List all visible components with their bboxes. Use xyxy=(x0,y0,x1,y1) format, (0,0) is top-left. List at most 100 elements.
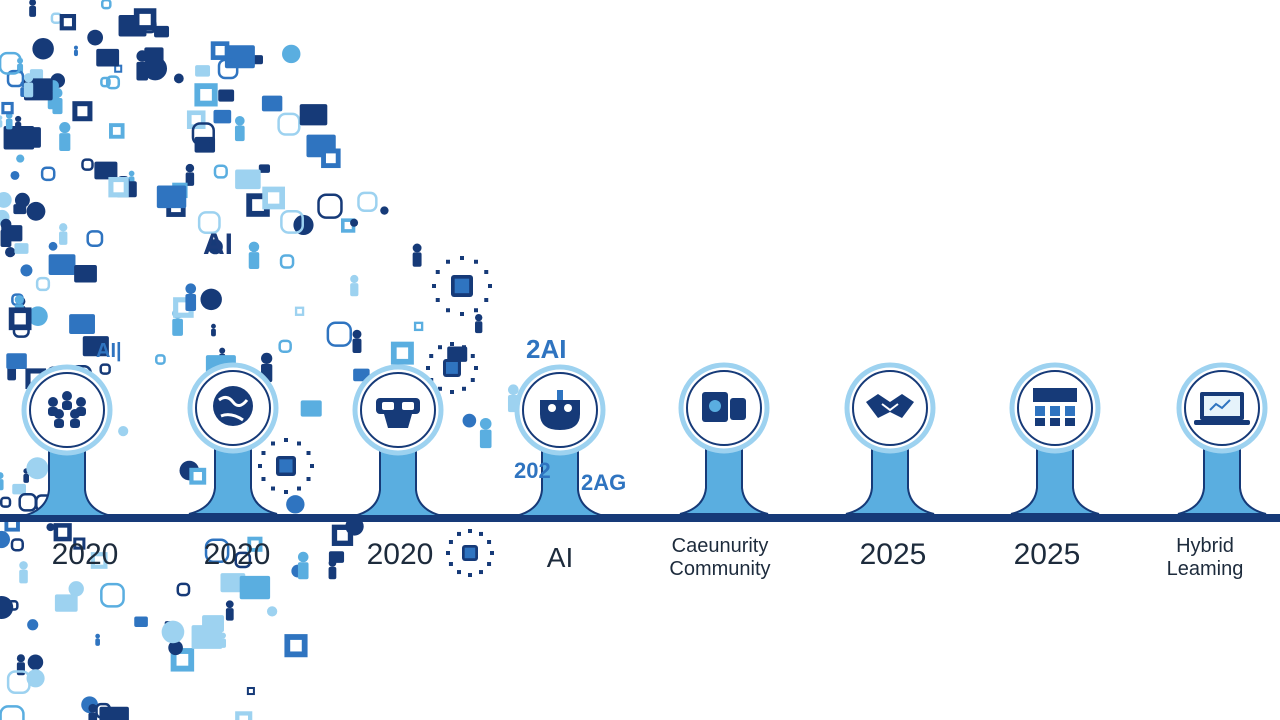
milestone-stem xyxy=(845,441,935,515)
deco-person-icon xyxy=(412,243,422,267)
deco-dot-icon xyxy=(350,218,359,227)
deco-frame-icon xyxy=(155,354,166,365)
deco-chip-icon xyxy=(133,8,157,31)
deco-frame-icon xyxy=(197,211,221,234)
deco-frame-icon xyxy=(326,321,353,347)
milestone-stem xyxy=(188,441,278,515)
deco-chip-icon xyxy=(8,307,32,331)
deco-person-icon xyxy=(59,121,71,151)
deco-chip-icon xyxy=(72,101,93,122)
globe-hands-icon xyxy=(213,386,253,426)
deco-frame-icon xyxy=(35,276,51,292)
milestone-label-5-line-2: Community xyxy=(669,558,771,580)
deco-frame-icon xyxy=(217,58,239,80)
deco-frame-icon xyxy=(99,363,111,375)
deco-screen-icon xyxy=(258,164,271,173)
deco-frame-icon xyxy=(234,551,252,569)
deco-dot-icon xyxy=(118,426,129,437)
deco-person-icon xyxy=(88,703,98,720)
deco-screen-icon xyxy=(191,625,223,649)
deco-chip-icon xyxy=(247,536,263,552)
milestone-label-4-text: AI xyxy=(546,542,574,573)
milestone-label-7-text: 2025 xyxy=(1013,538,1081,571)
milestone-label-7: 2025 xyxy=(982,538,1112,572)
deco-chip-icon xyxy=(390,341,414,365)
deco-dot-icon xyxy=(27,619,39,631)
handshake-icon xyxy=(866,394,914,418)
deco-screen-icon xyxy=(12,483,26,495)
deco-chip-icon xyxy=(246,686,255,696)
deco-screen-icon xyxy=(6,353,27,370)
deco-person-icon xyxy=(211,323,216,337)
deco-screen-icon xyxy=(14,243,29,254)
deco-chip-icon xyxy=(114,64,123,73)
deco-dot-icon xyxy=(16,154,25,163)
deco-person-icon xyxy=(352,329,362,353)
deco-dot-icon xyxy=(380,206,389,215)
deco-dot-icon xyxy=(143,56,168,81)
deco-chip-cluster-icon xyxy=(258,438,314,494)
deco-person-icon xyxy=(0,218,12,248)
deco-screen-icon xyxy=(220,573,246,593)
deco-screen-icon xyxy=(94,161,118,180)
deco-person-icon xyxy=(185,163,195,186)
deco-person-icon xyxy=(328,559,337,580)
deco-dot-icon xyxy=(0,530,11,549)
classroom-icon xyxy=(1033,388,1077,426)
deco-screen-icon xyxy=(54,594,78,612)
deco-person-icon xyxy=(225,600,234,621)
deco-frame-icon xyxy=(100,582,125,608)
deco-chip-icon xyxy=(413,321,424,332)
deco-dot-icon xyxy=(14,192,30,208)
deco-screen-icon xyxy=(353,368,370,382)
deco-person-icon xyxy=(479,417,492,449)
deco-dot-icon xyxy=(26,457,49,480)
robot-brain-icon xyxy=(540,390,580,430)
deco-frame-icon xyxy=(278,339,292,354)
deco-screen-icon xyxy=(218,89,235,102)
deco-screen-icon xyxy=(69,314,95,334)
deco-dot-icon xyxy=(68,581,84,597)
deco-dot-icon xyxy=(26,201,46,221)
deco-dot-icon xyxy=(46,523,55,532)
deco-frame-icon xyxy=(6,69,25,88)
deco-dot-icon xyxy=(200,288,222,311)
deco-screen-icon xyxy=(14,127,41,148)
deco-dot-icon xyxy=(266,606,278,617)
deco-chip-icon xyxy=(189,467,207,485)
milestone-stem xyxy=(22,443,112,517)
deco-screen-icon xyxy=(213,109,232,124)
deco-frame-icon xyxy=(10,538,24,552)
deco-screen-icon xyxy=(239,575,271,600)
deco-frame-icon xyxy=(176,582,191,597)
deco-chip-icon xyxy=(210,41,230,60)
laptop-icon xyxy=(1194,392,1250,425)
deco-person-icon xyxy=(59,223,68,245)
deco-frame-icon xyxy=(105,75,121,90)
deco-screen-icon xyxy=(299,104,328,126)
milestone-label-5: Caeunurity Community xyxy=(640,535,800,581)
deco-screen-icon xyxy=(224,45,255,69)
deco-frame-icon xyxy=(18,493,38,512)
deco-dot-icon xyxy=(282,44,301,64)
deco-dot-icon xyxy=(48,241,58,251)
deco-dot-icon xyxy=(28,306,48,326)
deco-screen-icon xyxy=(195,65,211,77)
community-chat-icon xyxy=(702,392,746,422)
deco-screen-icon xyxy=(74,264,97,283)
deco-person-icon xyxy=(19,561,28,584)
floating-ai-label: AI xyxy=(203,228,233,261)
vr-headset-icon xyxy=(376,398,420,428)
deco-chip-cluster-icon xyxy=(426,342,478,394)
deco-frame-icon xyxy=(81,158,94,171)
deco-person-icon xyxy=(0,115,3,128)
deco-frame-icon xyxy=(86,230,104,247)
milestone-label-8-line-2: Leaming xyxy=(1166,558,1244,580)
deco-person-icon xyxy=(297,551,309,580)
milestone-stem xyxy=(353,443,443,517)
deco-frame-icon xyxy=(6,670,31,695)
deco-frame-icon xyxy=(279,254,295,269)
deco-frame-icon xyxy=(101,0,112,10)
deco-chip-icon xyxy=(109,123,125,139)
deco-dot-icon xyxy=(168,640,183,656)
